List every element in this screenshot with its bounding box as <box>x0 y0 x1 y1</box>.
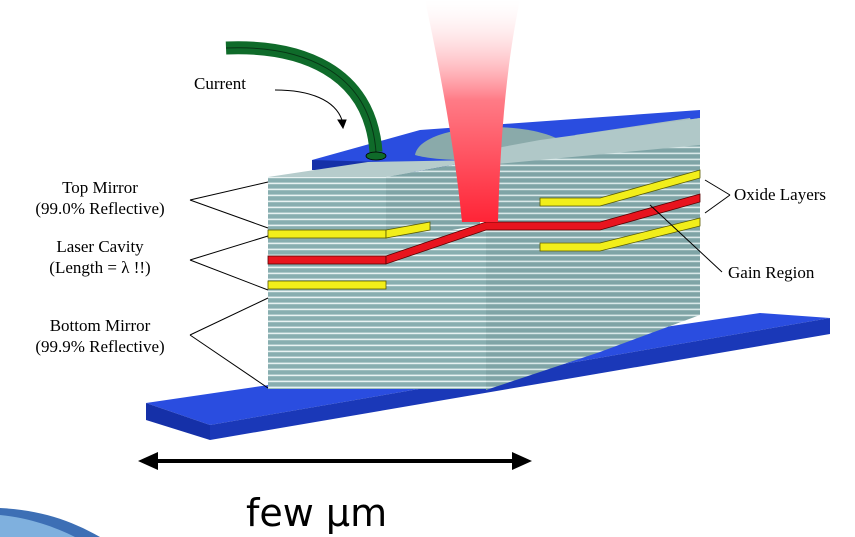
label-current: Current <box>194 74 246 93</box>
gain-region <box>267 193 701 265</box>
label-top-mirror: Top Mirror <box>62 178 138 197</box>
label-laser-cavity: Laser Cavity <box>56 237 144 256</box>
dimension-label: few μm <box>246 491 387 535</box>
laser-beam <box>425 0 520 222</box>
corner-swoosh <box>0 508 100 537</box>
label-oxide-layers: Oxide Layers <box>734 185 826 204</box>
center-front <box>386 215 600 390</box>
leader-lines <box>189 89 731 389</box>
label-gain-region: Gain Region <box>728 263 815 282</box>
label-laser-cavity-length: (Length = λ !!) <box>49 258 150 277</box>
label-bottom-mirror: Bottom Mirror <box>50 316 151 335</box>
oxide-layers <box>267 169 701 290</box>
current-wire <box>225 41 387 161</box>
dimension-arrow <box>138 452 532 470</box>
label-bottom-mirror-reflectivity: (99.9% Reflective) <box>35 337 164 356</box>
label-top-mirror-reflectivity: (99.0% Reflective) <box>35 199 164 218</box>
